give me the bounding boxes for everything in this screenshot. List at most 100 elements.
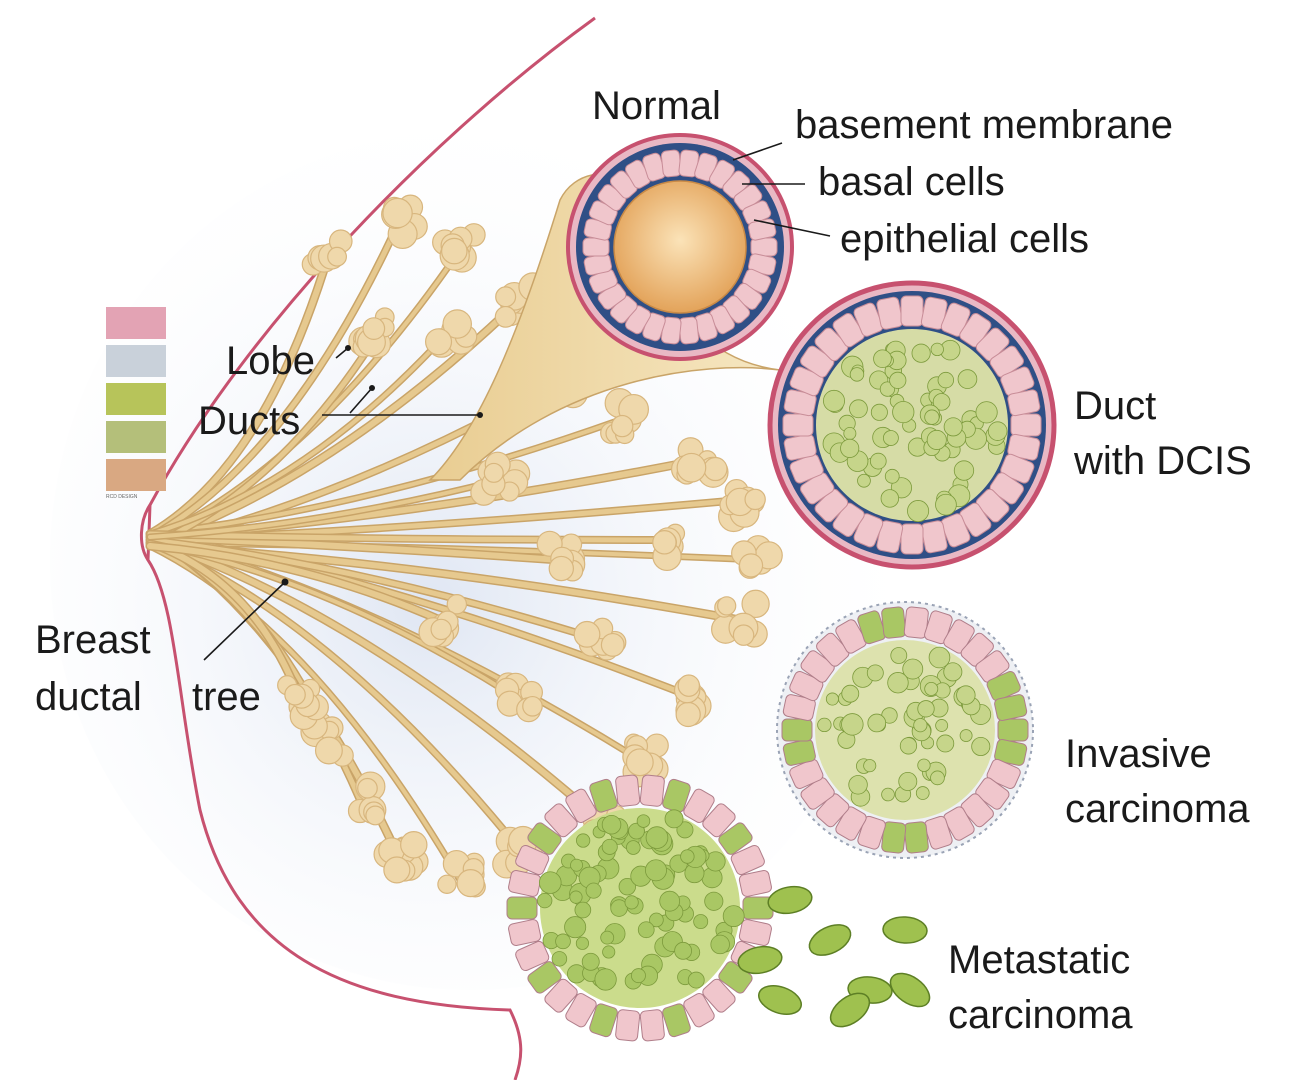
tumor-cell bbox=[610, 899, 628, 917]
swatch-sage bbox=[106, 421, 166, 453]
breast-outline-inner bbox=[140, 504, 152, 561]
tumor-cell bbox=[907, 500, 930, 523]
duct-branch-fill bbox=[147, 537, 603, 823]
breast-ductal-tree-pointer bbox=[203, 581, 286, 661]
tumor-cell bbox=[866, 664, 884, 682]
epithelial-cells-pointer bbox=[753, 219, 831, 237]
tumor-cell bbox=[687, 971, 705, 989]
tumor-cell bbox=[915, 786, 930, 800]
tumor-cell bbox=[936, 734, 955, 753]
cell bbox=[589, 778, 618, 813]
tumor-cell bbox=[570, 858, 584, 872]
cell bbox=[924, 815, 953, 850]
tumor-cell bbox=[890, 647, 908, 664]
cell bbox=[589, 1003, 618, 1038]
invasive-carcinoma-cross-section bbox=[776, 601, 1034, 859]
cell bbox=[1007, 389, 1041, 417]
tumor-cell bbox=[953, 460, 975, 481]
tumor-cell bbox=[601, 814, 622, 835]
cell bbox=[881, 821, 907, 854]
tumor-cell bbox=[857, 473, 871, 488]
cell bbox=[975, 777, 1010, 810]
tumor-cell bbox=[870, 403, 888, 421]
label-invasive-carcinoma: Invasive carcinoma bbox=[1065, 732, 1250, 831]
swatch-gray bbox=[106, 345, 166, 377]
tumor-cell bbox=[848, 775, 868, 795]
tumor-cell bbox=[849, 367, 865, 382]
tumor-cell bbox=[924, 409, 940, 425]
tumor-cell bbox=[704, 891, 724, 911]
tumor-cell bbox=[693, 914, 709, 930]
tumor-cell bbox=[538, 871, 562, 894]
lobule bbox=[456, 869, 485, 898]
cell bbox=[903, 821, 929, 854]
breast-ductal-tree-dot bbox=[281, 578, 289, 586]
label-duct-with-dcis: Duct with DCIS bbox=[1074, 384, 1252, 483]
cell bbox=[789, 758, 824, 789]
lobule bbox=[741, 589, 770, 619]
label-basement-membrane: basement membrane bbox=[795, 103, 1173, 147]
label-metastatic-line2: carcinoma bbox=[948, 993, 1133, 1037]
label-duct-with-dcis-line1: Duct bbox=[1074, 384, 1157, 428]
cell bbox=[615, 774, 641, 807]
lobule-cluster bbox=[718, 478, 766, 533]
lobule-cluster bbox=[600, 388, 650, 445]
tumor-cell bbox=[882, 430, 899, 446]
swatch-pink bbox=[106, 307, 166, 339]
tumor-cell bbox=[624, 895, 639, 910]
lobule bbox=[548, 555, 575, 582]
lobule bbox=[483, 462, 504, 483]
lobule-cluster bbox=[622, 733, 669, 788]
cell bbox=[994, 694, 1028, 721]
cell bbox=[835, 619, 867, 654]
tumor-cell bbox=[564, 916, 587, 939]
ducts-pointer-dot-2 bbox=[477, 412, 483, 418]
cell bbox=[800, 777, 835, 810]
tumor-cell bbox=[674, 941, 692, 960]
tumor-cell bbox=[930, 342, 944, 357]
tumor-cell bbox=[899, 737, 918, 755]
tumor-cell bbox=[825, 692, 839, 706]
lobule bbox=[652, 530, 677, 555]
tumor-cell bbox=[841, 684, 860, 703]
cell bbox=[702, 978, 736, 1013]
duct-branch-fill bbox=[147, 543, 443, 623]
lobule bbox=[732, 624, 755, 646]
tumor-cell bbox=[924, 681, 939, 696]
tumor-cell bbox=[630, 968, 646, 984]
swatch-note: RCD DESIGN bbox=[106, 494, 138, 500]
duct-branch-fill bbox=[148, 418, 622, 536]
cell bbox=[544, 978, 578, 1013]
cell bbox=[782, 413, 814, 437]
cell bbox=[738, 919, 772, 946]
tumor-cell bbox=[849, 399, 868, 419]
cell bbox=[718, 822, 753, 855]
tumor-cell bbox=[987, 421, 1008, 441]
label-breast: Breast bbox=[35, 618, 151, 662]
duct-branch-fill bbox=[147, 247, 333, 537]
cell bbox=[506, 896, 538, 920]
duct-lumen bbox=[613, 180, 747, 314]
lobule bbox=[327, 246, 347, 267]
tumor-cell bbox=[637, 921, 655, 939]
tumor-cell bbox=[959, 729, 973, 742]
ducts-pointer-dot bbox=[369, 385, 375, 391]
lobule bbox=[382, 197, 413, 229]
cell bbox=[750, 237, 778, 257]
cell bbox=[683, 788, 715, 823]
cell bbox=[515, 940, 550, 972]
tumor-cell bbox=[867, 713, 887, 733]
tumor-cell bbox=[537, 892, 553, 909]
lobule-cluster bbox=[432, 223, 486, 273]
tumor-cell bbox=[935, 493, 957, 516]
tumor-cell bbox=[551, 951, 568, 967]
cell bbox=[660, 149, 682, 178]
lobule-cluster bbox=[470, 451, 531, 506]
lobule-cluster bbox=[424, 309, 478, 358]
cell bbox=[639, 774, 665, 807]
lobule bbox=[494, 305, 517, 328]
cell bbox=[702, 803, 736, 838]
tumor-cell bbox=[913, 718, 928, 733]
lobule-cluster bbox=[381, 194, 428, 250]
lobule bbox=[430, 618, 452, 641]
